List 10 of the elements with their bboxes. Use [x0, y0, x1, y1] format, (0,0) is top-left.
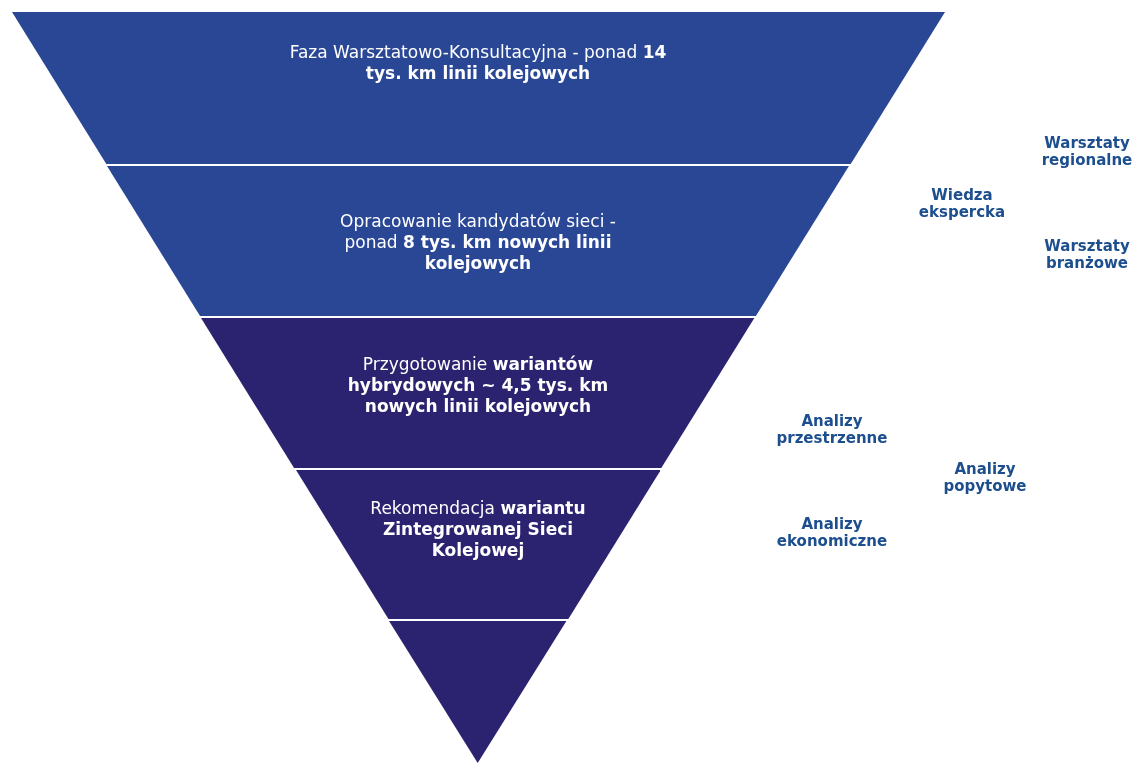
side-label: Analizy popytowe	[942, 461, 1028, 495]
level-text: Rekomendacja wariantu Zintegrowanej Sieci Kolejowej	[369, 498, 587, 561]
level-text: Opracowanie kandydatów sieci - ponad 8 tys. km nowych linii kolejowych	[339, 211, 617, 274]
side-label: Analizy ekonomiczne	[775, 516, 889, 550]
side-label: Wiedza ekspercka	[917, 187, 1007, 221]
level-text: Przygotowanie wariantów hybrydowych ~ 4,5 tys. km nowych linii kolejowych	[346, 354, 610, 417]
side-label: Warsztaty branżowe	[1043, 238, 1131, 272]
side-label: Analizy przestrzenne	[775, 413, 889, 447]
side-label: Warsztaty regionalne	[1040, 135, 1134, 169]
level-text: Faza Warsztatowo-Konsultacyjna - ponad 14 tys. km linii kolejowych	[288, 42, 668, 84]
